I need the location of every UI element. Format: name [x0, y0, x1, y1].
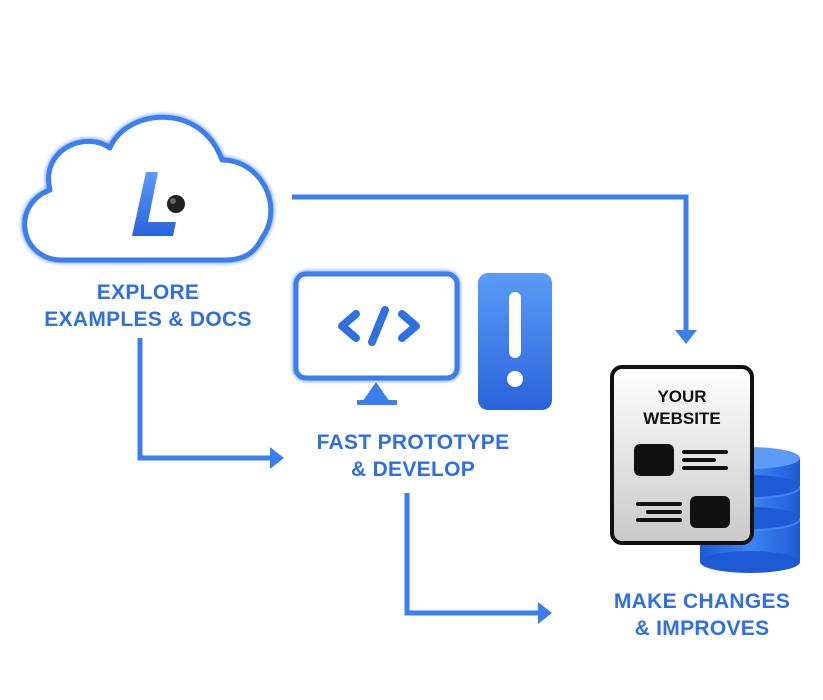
prototype-label: FAST PROTOTYPE & DEVELOP [290, 429, 536, 483]
website-card-title: YOUR WEBSITE [612, 386, 752, 430]
arrow-cloud-to-website [292, 194, 689, 332]
prototype-label-line2: & DEVELOP [350, 458, 476, 481]
code-monitor-icon [293, 271, 460, 405]
arrow-head-right-1 [270, 447, 284, 469]
changes-label: MAKE CHANGES & IMPROVES [585, 588, 819, 642]
website-card-line2: WEBSITE [643, 409, 721, 428]
changes-label-line2: & IMPROVES [634, 617, 770, 640]
arrow-prototype-to-changes [404, 493, 540, 616]
logo-l-icon [132, 172, 185, 236]
changes-label-line1: MAKE CHANGES [613, 590, 791, 613]
explore-label: EXPLORE EXAMPLES & DOCS [0, 279, 296, 333]
arrow-head-down [675, 330, 697, 344]
website-card-line1: YOUR [657, 387, 707, 406]
website-document-icon [610, 365, 754, 545]
arrow-explore-to-prototype [137, 338, 272, 461]
cloud-icon [22, 114, 274, 263]
prototype-label-line1: FAST PROTOTYPE [316, 431, 510, 454]
exclamation-icon [478, 273, 552, 410]
explore-label-line1: EXPLORE [96, 281, 200, 304]
arrow-head-right-2 [538, 602, 552, 624]
explore-label-line2: EXAMPLES & DOCS [44, 308, 252, 331]
